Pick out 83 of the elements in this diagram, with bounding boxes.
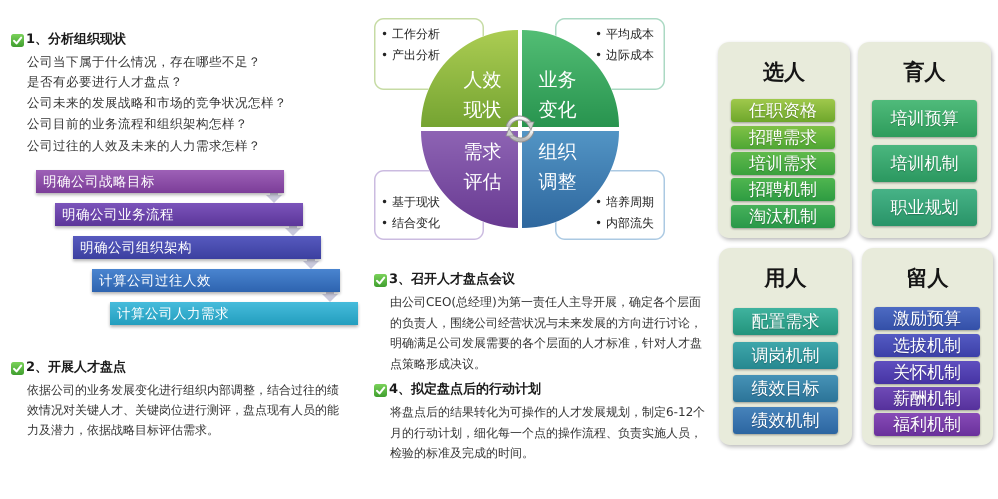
question-text: 公司当下属于什么情况，存在哪些不足？ — [27, 53, 261, 71]
item-box — [733, 342, 838, 369]
step-label: 明确公司战略目标 — [43, 174, 155, 190]
panel-heading: 选人 — [763, 60, 805, 84]
item-box — [872, 100, 977, 137]
step-label: 明确公司组织架构 — [80, 240, 192, 256]
item-label: 招聘需求 — [749, 128, 817, 148]
category-panel — [719, 248, 852, 445]
item-label: 任职资格 — [749, 100, 817, 120]
panel-heading: 留人 — [906, 266, 948, 290]
item-label: 培训预算 — [890, 108, 958, 128]
question-text: 公司目前的业务流程和组织架构怎样？ — [27, 115, 248, 133]
step-bar — [55, 203, 303, 226]
step-bar — [73, 236, 321, 259]
item-box — [731, 205, 835, 228]
item-label: 绩效目标 — [752, 378, 820, 398]
cycle-arrows-icon — [505, 113, 535, 145]
item-label: 选拔机制 — [893, 336, 961, 356]
bullet-text: • 工作分析 — [381, 26, 440, 43]
category-panel — [862, 248, 993, 445]
quadrant-sector — [522, 131, 619, 228]
bullet-text: • 基于现状 — [381, 194, 440, 211]
quadrant-sector — [522, 30, 619, 127]
item-label: 绩效机制 — [752, 410, 820, 430]
category-panel — [858, 42, 991, 238]
step-label: 计算公司人力需求 — [117, 306, 229, 322]
item-box — [874, 334, 980, 357]
item-box — [733, 375, 838, 402]
item-label: 关怀机制 — [893, 362, 961, 382]
step-bar — [110, 302, 358, 325]
item-box — [733, 308, 838, 335]
item-label: 淘汰机制 — [749, 206, 817, 226]
bullet-text: • 平均成本 — [595, 26, 654, 43]
item-box — [731, 126, 835, 149]
question-text: 是否有必要进行人才盘点？ — [27, 73, 183, 91]
section-heading: 2、开展人才盘点 — [26, 359, 126, 377]
arrow — [285, 226, 301, 236]
quadrant-label: 业务变化 — [538, 68, 577, 123]
item-label: 配置需求 — [752, 312, 820, 332]
question-text: 公司过往的人效及未来的人力需求怎样？ — [27, 137, 261, 155]
step-label: 明确公司业务流程 — [62, 206, 174, 222]
paragraph-text: 由公司CEO(总经理)为第一责任人主导开展，确定各个层面的负责人，围绕公司经营状况与未来发展的方向进行讨论，明确满足公司发展需要的各个层面的人才标准，针对人才盘点策略形成决议。 — [390, 294, 703, 374]
item-label: 培训机制 — [890, 154, 958, 174]
item-label: 招聘机制 — [749, 180, 817, 200]
item-box — [731, 152, 835, 175]
arrow — [303, 259, 319, 269]
category-panel — [718, 42, 850, 238]
quadrant-label: 组织调整 — [538, 140, 577, 195]
panel-heading: 用人 — [764, 266, 806, 290]
item-label: 调岗机制 — [752, 346, 820, 366]
item-label: 薪酬机制 — [893, 388, 961, 408]
item-box — [731, 99, 835, 122]
item-box — [874, 387, 980, 410]
item-box — [874, 361, 980, 384]
step-bar — [36, 170, 284, 193]
item-box — [872, 145, 977, 182]
item-box — [731, 178, 835, 201]
section-heading: 4、拟定盘点后的行动计划 — [389, 381, 542, 399]
bullet-text: • 边际成本 — [595, 47, 654, 64]
question-text: 公司未来的发展战略和市场的竞争状况怎样？ — [27, 94, 287, 112]
item-box — [733, 407, 838, 434]
paragraph-text: 依据公司的业务发展变化进行组织内部调整，结合过往的绩效情况对关键人才、关键岗位进行测评，盘点现有人员的能力及潜力，依据战略目标评估需求。 — [27, 382, 340, 439]
item-label: 职业规划 — [890, 198, 958, 218]
section-heading: 1、分析组织现状 — [26, 31, 126, 49]
quadrant-label: 人效现状 — [463, 68, 502, 123]
item-box — [872, 189, 977, 226]
arrow — [266, 193, 282, 203]
arrow — [322, 292, 338, 302]
paragraph-text: 将盘点后的结果转化为可操作的人才发展规划，制定6-12个月的行动计划，细化每一个点的操作流程、负责实施人员，检验的标准及完成的时间。 — [390, 404, 706, 462]
item-box — [874, 413, 980, 436]
bullet-text: • 产出分析 — [381, 47, 440, 64]
item-label: 福利机制 — [893, 414, 961, 434]
item-label: 激励预算 — [893, 308, 961, 328]
section-heading: 3、召开人才盘点会议 — [389, 271, 516, 289]
step-label: 计算公司过往人效 — [99, 272, 211, 288]
quadrant-label: 需求评估 — [463, 140, 502, 195]
bullet-text: • 内部流失 — [595, 215, 654, 232]
panel-heading: 育人 — [904, 60, 946, 84]
item-box — [874, 307, 980, 330]
bullet-text: • 结合变化 — [381, 215, 440, 232]
item-label: 培训需求 — [749, 154, 817, 174]
step-bar — [92, 269, 340, 292]
bullet-text: • 培养周期 — [595, 194, 654, 211]
